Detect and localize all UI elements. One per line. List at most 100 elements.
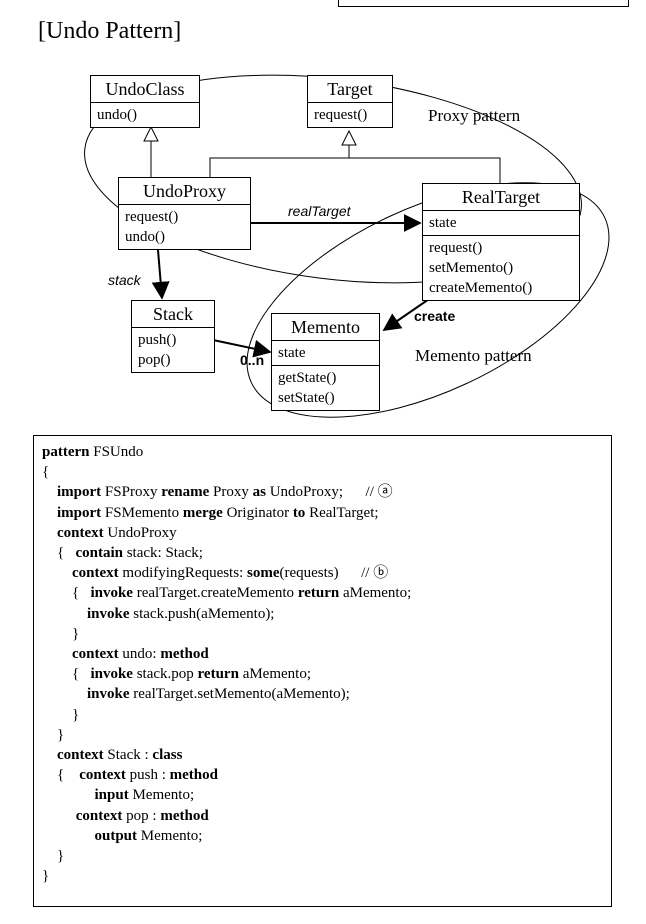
code-text <box>42 606 87 622</box>
class-undoproxy: UndoProxy request() undo() <box>118 177 251 250</box>
code-keyword: invoke <box>87 686 130 703</box>
code-text: } <box>42 625 80 642</box>
code-text: stack: Stack; <box>122 545 203 562</box>
code-keyword: some <box>246 565 280 582</box>
code-keyword: return <box>197 666 239 683</box>
multiplicity-label: 0..n <box>240 352 265 368</box>
inherit-triangle-target <box>341 129 357 146</box>
code-text <box>42 525 57 541</box>
code-text: Memento; <box>128 787 195 804</box>
code-text: FSUndo <box>89 444 144 460</box>
code-keyword: as <box>252 484 266 501</box>
code-text: UndoProxy; // ⓐ <box>265 484 393 501</box>
class-target: Target request() <box>307 75 393 128</box>
code-keyword: context <box>72 565 119 582</box>
code-keyword: method <box>160 807 209 824</box>
code-line: invoke realTarget.setMemento(aMemento); <box>42 684 411 704</box>
stack-label: stack <box>108 272 141 288</box>
code-line: context pop : method <box>42 806 411 826</box>
code-text: push : <box>125 767 170 784</box>
code-line: import FSProxy rename Proxy as UndoProxy… <box>42 482 411 502</box>
code-text: { <box>42 464 50 481</box>
code-text <box>42 565 72 581</box>
code-line: { context push : method <box>42 765 411 785</box>
code-keyword: pattern <box>42 444 90 460</box>
diagram-connectors <box>84 74 610 418</box>
code-line: { <box>42 462 411 482</box>
code-line: import FSMemento merge Originator to Rea… <box>42 503 411 523</box>
create-label: create <box>414 308 456 324</box>
code-line: } <box>42 866 411 886</box>
code-text <box>42 686 87 702</box>
code-text: Proxy <box>209 484 253 501</box>
code-text <box>42 646 72 662</box>
code-keyword: context <box>72 646 119 663</box>
code-keyword: return <box>297 585 340 602</box>
code-keyword: method <box>160 646 209 663</box>
code-keyword: merge <box>182 504 223 521</box>
code-keyword: invoke <box>90 666 133 683</box>
code-keyword: input <box>94 787 129 804</box>
code-keyword: invoke <box>87 605 130 622</box>
code-text <box>42 484 57 500</box>
code-text: undo: <box>118 646 161 663</box>
code-text: realTarget.createMemento <box>132 585 298 602</box>
create-arrow <box>382 296 433 332</box>
code-text: { <box>42 585 91 602</box>
code-line: { invoke stack.pop return aMemento; <box>42 664 411 684</box>
memento-pattern-label: Memento pattern <box>415 346 532 365</box>
code-keyword: invoke <box>90 585 133 602</box>
stack-arrow <box>151 249 170 300</box>
code-line: context UndoProxy <box>42 523 411 543</box>
class-realtarget: RealTarget state request() setMemento() … <box>422 183 580 301</box>
code-line: context Stack : class <box>42 745 411 765</box>
code-keyword: context <box>79 767 126 784</box>
code-keyword: output <box>94 827 138 844</box>
code-keyword: import <box>57 484 102 501</box>
code-line: } <box>42 846 411 866</box>
code-text: } <box>42 868 50 885</box>
code-line: { invoke realTarget.createMemento return… <box>42 583 411 603</box>
code-text: aMemento; <box>339 585 412 602</box>
code-text: modifyingRequests: <box>118 565 247 582</box>
code-text: FSMemento <box>101 504 183 521</box>
code-text: } <box>42 726 65 743</box>
memento-pattern-ellipse <box>246 182 610 418</box>
code-text: { <box>42 767 80 784</box>
code-line: context modifyingRequests: some(requests… <box>42 563 411 583</box>
code-text <box>42 747 57 763</box>
code-line: { contain stack: Stack; <box>42 543 411 563</box>
code-keyword: context <box>57 524 104 541</box>
real-target-label: realTarget <box>288 203 351 219</box>
code-text: } <box>42 848 65 865</box>
code-text: stack.pop <box>132 666 198 683</box>
code-text: (requests) // ⓑ <box>279 565 389 582</box>
code-text: RealTarget; <box>305 504 379 521</box>
code-keyword: import <box>57 504 102 521</box>
code-keyword: contain <box>75 545 123 562</box>
code-keyword: context <box>75 807 123 824</box>
code-line: input Memento; <box>42 785 411 805</box>
code-text: aMemento; <box>238 666 312 683</box>
code-text: } <box>42 706 80 723</box>
code-text: FSProxy <box>101 484 162 501</box>
class-undoclass: UndoClass undo() <box>90 75 200 128</box>
code-text <box>42 505 57 521</box>
proxy-pattern-label: Proxy pattern <box>428 106 521 125</box>
code-text: Stack : <box>103 747 153 764</box>
code-line: } <box>42 624 411 644</box>
code-line: invoke stack.push(aMemento); <box>42 604 411 624</box>
code-text <box>42 808 76 824</box>
code-keyword: context <box>57 747 104 764</box>
code-text: UndoProxy <box>103 524 177 541</box>
class-stack: Stack push() pop() <box>131 300 215 373</box>
code-text: pop : <box>122 807 161 824</box>
code-text: Originator <box>222 504 293 521</box>
code-line: } <box>42 705 411 725</box>
code-text <box>42 787 95 803</box>
code-line: context undo: method <box>42 644 411 664</box>
code-text: Memento; <box>137 827 203 844</box>
code-text <box>42 828 95 844</box>
memento-arrow <box>212 339 272 358</box>
top-frame-fragment <box>338 0 629 7</box>
